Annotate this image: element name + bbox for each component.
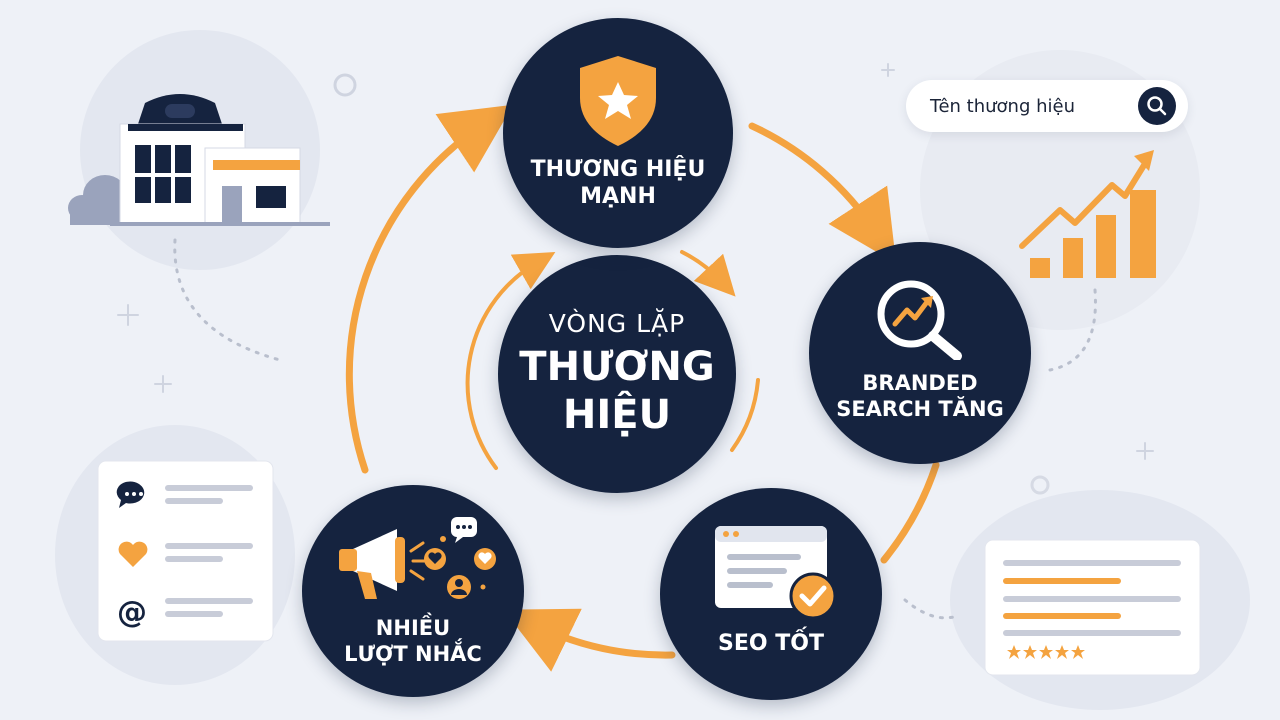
search-icon[interactable]: [1138, 87, 1176, 125]
brand-search-box[interactable]: Tên thương hiệu: [906, 80, 1188, 132]
browser-check-icon: [715, 526, 837, 620]
rising-bar-chart-icon: [1019, 150, 1156, 278]
node-branded-search-label: BRANDED SEARCH TĂNG: [836, 370, 1004, 421]
node-many-mentions: NHIỀU LƯỢT NHẮC: [302, 485, 524, 697]
ring-decoration: [333, 73, 357, 97]
center-node: VÒNG LẶP THƯƠNG HIỆU: [498, 255, 736, 493]
loop-arrow-mentions-to-brand: [345, 104, 514, 474]
magnifier-trend-icon: [877, 280, 962, 360]
inner-arrow-left: [465, 252, 556, 470]
inner-arrow-top: [680, 250, 736, 297]
shield-star-icon: [580, 55, 656, 146]
loop-arrow-seo-to-mentions: [503, 608, 676, 672]
center-title-line1: VÒNG LẶP: [548, 309, 686, 339]
megaphone-icon: [339, 516, 496, 599]
dotted-connector: [173, 238, 282, 362]
svg-text:@: @: [117, 595, 147, 630]
social-list-icons: @: [97, 460, 274, 642]
node-strong-brand: THƯƠNG HIỆU MẠNH: [503, 18, 733, 248]
search-box-text: Tên thương hiệu: [930, 95, 1076, 117]
node-strong-brand-label: THƯƠNG HIỆU MẠNH: [530, 156, 706, 210]
node-branded-search: BRANDED SEARCH TĂNG: [809, 242, 1031, 464]
dotted-connector: [903, 598, 962, 620]
inner-arrow-right: [730, 378, 760, 452]
node-good-seo: SEO TỐT: [660, 488, 882, 700]
node-good-seo-label: SEO TỐT: [718, 631, 824, 657]
node-many-mentions-label: NHIỀU LƯỢT NHẮC: [344, 615, 482, 666]
dotted-connector: [1048, 288, 1097, 372]
ring-decoration: [1030, 475, 1050, 495]
center-title-line2: THƯƠNG HIỆU: [519, 344, 715, 438]
loop-arrow-search-to-seo: [880, 461, 940, 564]
building-icon: [68, 94, 330, 226]
five-star-rating-icon: [984, 539, 1201, 676]
sparkle-decoration: [117, 63, 1154, 460]
loop-arrow-brand-to-search: [748, 122, 897, 264]
